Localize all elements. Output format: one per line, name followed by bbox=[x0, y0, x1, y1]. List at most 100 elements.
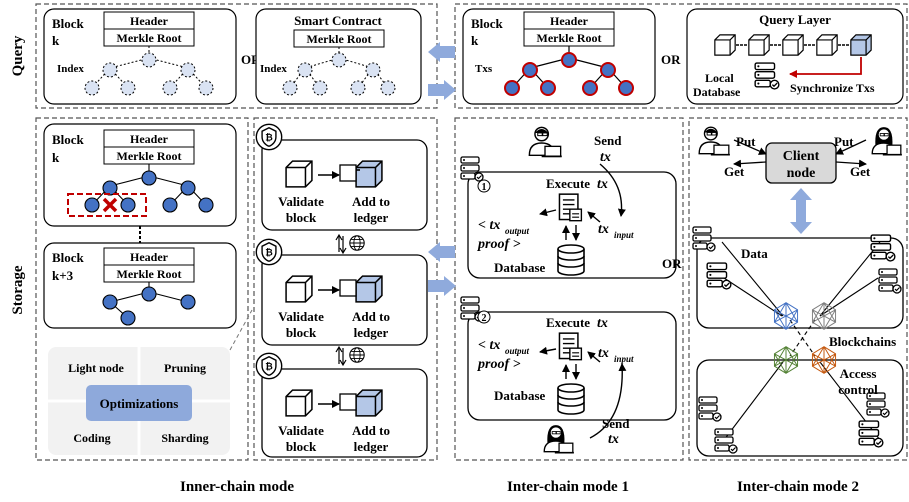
tx-input-sub: input bbox=[614, 354, 634, 364]
send-arrow-1 bbox=[599, 163, 626, 217]
add-ledger-label-2: ledger bbox=[354, 325, 389, 340]
database-icon bbox=[557, 244, 585, 276]
get-label-left: Get bbox=[724, 164, 745, 179]
pruned-tree bbox=[84, 164, 214, 213]
inner-sync-2 bbox=[335, 345, 365, 367]
query-arrow-left bbox=[428, 42, 455, 62]
node-number: 2 bbox=[482, 313, 487, 324]
merkle-root-label: Merkle Root bbox=[117, 267, 182, 281]
k3-tree bbox=[102, 282, 196, 326]
index-label: Index bbox=[260, 63, 287, 75]
server-icon bbox=[460, 156, 484, 182]
sync-arrow bbox=[789, 57, 862, 78]
database-icon bbox=[557, 383, 585, 415]
document-icon bbox=[558, 193, 583, 222]
header-label: Header bbox=[130, 14, 169, 28]
block-number: k bbox=[52, 150, 60, 165]
block-number: k+3 bbox=[52, 268, 74, 283]
tx-output-sub: output bbox=[505, 346, 530, 356]
merkle-root-label: Merkle Root bbox=[117, 149, 182, 163]
execute-label: Execute bbox=[546, 315, 590, 330]
index-tree bbox=[84, 46, 214, 96]
tx-input-sub: input bbox=[614, 230, 634, 240]
index-label: Index bbox=[57, 63, 84, 75]
user-right-icon bbox=[871, 126, 903, 156]
query-layer-chain bbox=[714, 34, 872, 56]
caption-inter-chain-1: Inter-chain mode 1 bbox=[507, 479, 629, 495]
send-label: Send bbox=[594, 133, 622, 148]
user-sender-icon-2 bbox=[543, 424, 575, 454]
merkle-root-label: Merkle Root bbox=[537, 31, 602, 45]
light-node-label: Light node bbox=[68, 361, 124, 375]
caption-inner-chain: Inner-chain mode bbox=[180, 479, 294, 495]
blockchains-label: Blockchains bbox=[829, 334, 896, 349]
optimizations-connector bbox=[229, 309, 253, 351]
user-left-icon bbox=[698, 126, 731, 156]
optimizations-center bbox=[86, 385, 192, 421]
query-arrow-right bbox=[428, 80, 456, 100]
block-label: Block bbox=[52, 250, 85, 265]
block-number: k bbox=[52, 33, 60, 48]
execute-label: Execute bbox=[546, 176, 590, 191]
tx-output-label: < tx bbox=[478, 338, 500, 353]
txs-label: Txs bbox=[475, 63, 493, 75]
add-ledger-label: Add to bbox=[352, 194, 390, 209]
query-layer-box bbox=[686, 8, 904, 105]
block-number: k bbox=[471, 33, 479, 48]
or-label: OR bbox=[661, 52, 681, 67]
header-label: Header bbox=[550, 14, 589, 28]
pruned-region bbox=[67, 193, 147, 217]
optimizations-label: Optimizations bbox=[100, 396, 179, 411]
storage-arrow-right bbox=[428, 276, 456, 296]
put-arrow-left bbox=[733, 139, 767, 155]
validate-label: Validate bbox=[278, 194, 324, 209]
tx-input-label: tx bbox=[598, 346, 609, 361]
header-label: Header bbox=[130, 132, 169, 146]
validate-label-2: block bbox=[286, 439, 317, 454]
proof-label: proof > bbox=[477, 357, 521, 372]
database-label: Database bbox=[494, 388, 546, 403]
bitcoin-shield-icon bbox=[255, 123, 283, 151]
add-ledger-label: Add to bbox=[352, 423, 390, 438]
storage-panel-left bbox=[35, 117, 249, 461]
local-db-label-2: Database bbox=[693, 85, 741, 99]
blockchain-group-bottom bbox=[696, 359, 904, 457]
blockchain-group-top bbox=[696, 237, 904, 329]
prune-cross-icon bbox=[102, 197, 118, 213]
client-node-label: Client bbox=[783, 149, 820, 164]
get-arrow-right bbox=[835, 159, 867, 168]
add-ledger-label-2: ledger bbox=[354, 439, 389, 454]
inner-node-1: Validate block Add to ledger bbox=[255, 123, 428, 231]
send-label: Send bbox=[602, 416, 630, 431]
local-db-label: Local bbox=[705, 71, 734, 85]
row-label-query: Query bbox=[10, 35, 26, 76]
proof-label: proof > bbox=[477, 237, 521, 252]
client-updown-arrow bbox=[790, 188, 812, 234]
user-sender-icon bbox=[528, 126, 563, 158]
send-tx-label: tx bbox=[608, 432, 619, 447]
globe-icon bbox=[349, 235, 365, 251]
pruning-label: Pruning bbox=[164, 361, 206, 375]
bitcoin-shield-icon bbox=[255, 352, 283, 380]
smart-contract-label: Smart Contract bbox=[294, 13, 382, 28]
row-label-storage: Storage bbox=[10, 265, 26, 314]
sync-txs-label: Synchronize Txs bbox=[790, 81, 875, 95]
merkle-root-label: Merkle Root bbox=[117, 31, 182, 45]
storage-arrow-left bbox=[428, 242, 455, 262]
query-layer-label: Query Layer bbox=[759, 12, 831, 27]
send-tx-label: tx bbox=[600, 150, 611, 165]
send-arrow-2 bbox=[589, 363, 627, 439]
validate-label-2: block bbox=[286, 210, 317, 225]
inter-chain-2-panel bbox=[688, 117, 908, 461]
get-label-right: Get bbox=[850, 164, 871, 179]
coding-label: Coding bbox=[73, 431, 110, 445]
inter-chain-1-panel bbox=[454, 117, 684, 461]
validate-label-2: block bbox=[286, 325, 317, 340]
validate-label: Validate bbox=[278, 423, 324, 438]
document-icon bbox=[558, 332, 583, 361]
inner-node-2: Validate block Add to ledger bbox=[255, 238, 428, 346]
globe-icon bbox=[349, 347, 365, 363]
blockchain-links bbox=[721, 241, 881, 441]
client-node-label-2: node bbox=[787, 166, 816, 181]
txs-tree bbox=[504, 46, 634, 96]
